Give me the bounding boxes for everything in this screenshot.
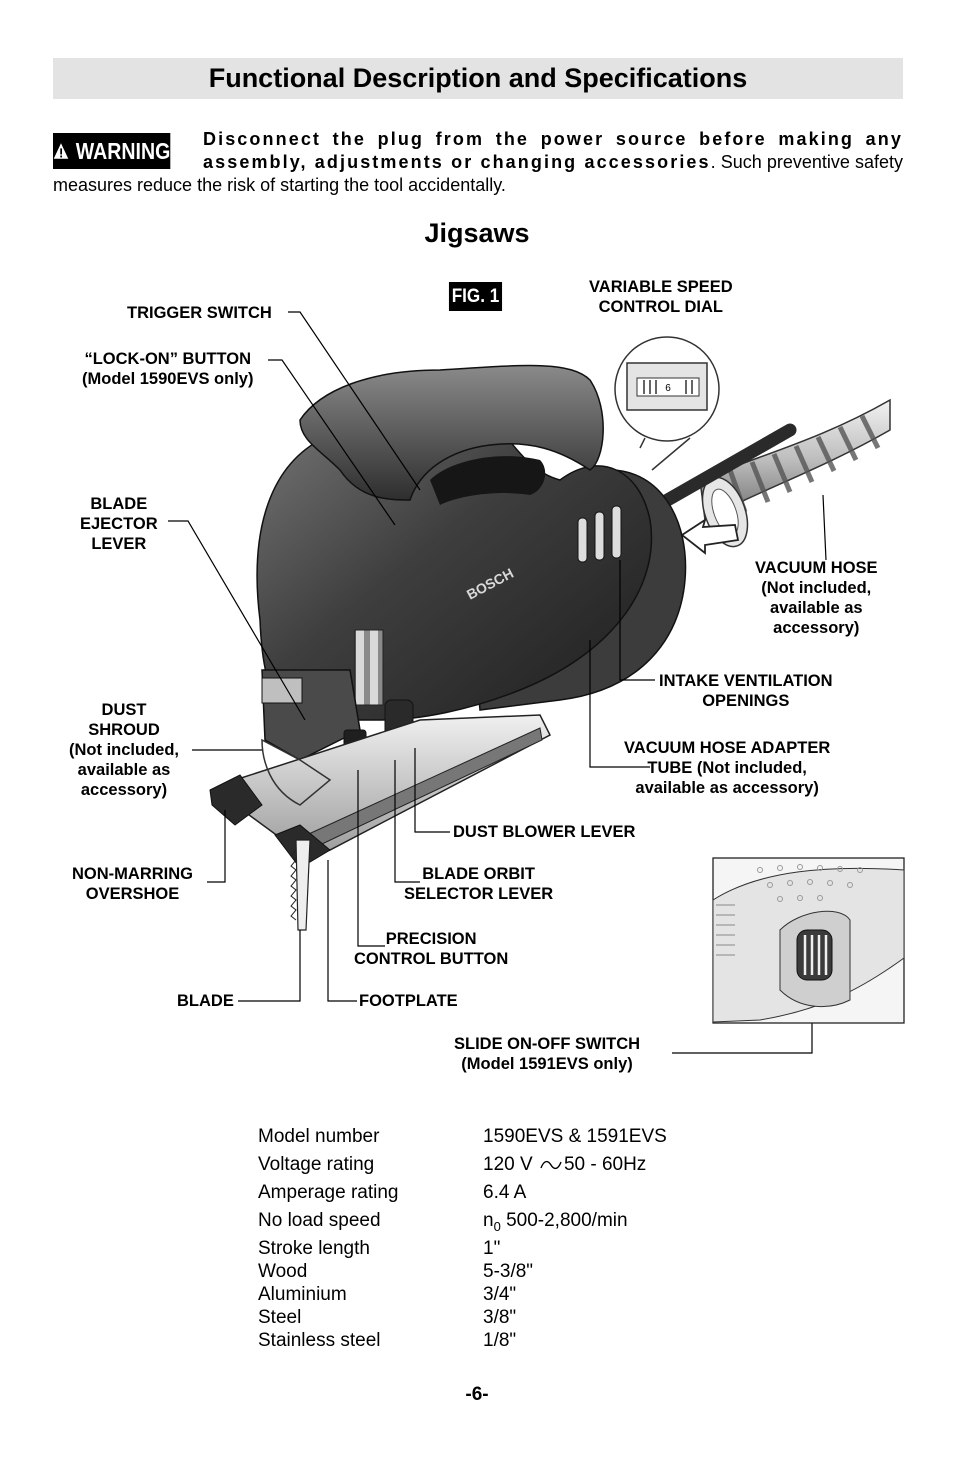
label-trigger-switch: TRIGGER SWITCH xyxy=(127,304,272,322)
section-title: Jigsaws xyxy=(424,218,530,248)
page-title: Functional Description and Specification… xyxy=(53,58,903,99)
label-blade: BLADE xyxy=(177,992,234,1010)
warning-badge-label: WARNING xyxy=(75,137,171,164)
arrow-icon xyxy=(680,517,740,555)
jigsaw-illustration: BOSCH xyxy=(168,311,905,1054)
ac-current-icon xyxy=(540,1160,562,1170)
speed-dial-value: 6 xyxy=(665,383,671,394)
warning-bold-text: Disconnect the plug from the power sourc… xyxy=(203,129,903,172)
power-cord xyxy=(643,423,797,517)
warning-triangle-icon xyxy=(53,143,69,159)
label-dust-blower-lever: DUST BLOWER LEVER xyxy=(453,823,636,841)
label-lock-on-button: “LOCK-ON” BUTTON(Model 1590EVS only) xyxy=(82,350,254,388)
page-number: -6- xyxy=(465,1384,489,1405)
warning-rest-text: . Such preventive safety measures reduce… xyxy=(53,152,903,195)
warning-badge: WARNING xyxy=(53,133,171,169)
leader-lines xyxy=(168,311,827,1054)
spec-row: Voltage rating 120 V 50 - 60Hz xyxy=(258,1154,647,1175)
speed-dial-magnifier xyxy=(614,336,720,471)
blade xyxy=(295,839,311,931)
label-footplate: FOOTPLATE xyxy=(359,992,458,1010)
label-slide-on-off-switch: SLIDE ON-OFF SWITCH(Model 1591EVS only) xyxy=(454,1035,641,1073)
spec-row: No load speed n0 500-2,800/min xyxy=(258,1210,628,1234)
warning-text: Disconnect the plug from the power sourc… xyxy=(53,128,903,197)
figure-tag: FIG. 1 xyxy=(448,282,503,311)
slide-switch-inset xyxy=(712,857,905,1024)
ventilation-openings xyxy=(577,505,622,563)
